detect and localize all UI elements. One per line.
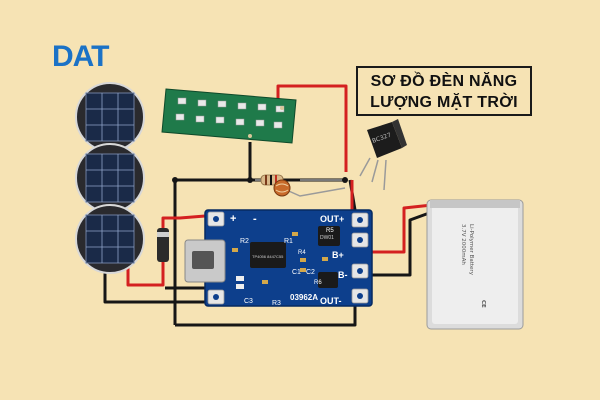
solar-panels — [75, 82, 145, 274]
c3-label: C3 — [244, 298, 253, 305]
chip2-label: DW01 — [320, 235, 334, 241]
mosfet-chip — [318, 272, 338, 288]
solar-panel-1 — [75, 82, 145, 152]
junction-dots — [172, 177, 348, 183]
charger-module — [184, 209, 373, 307]
r3-label: R3 — [272, 300, 281, 307]
battery-label-line-1: 3.7V 2000mAh — [460, 224, 466, 265]
brand-logo: DAT — [52, 40, 109, 73]
transistor-legs — [359, 157, 387, 191]
wire-battery-minus — [368, 210, 433, 277]
solar-panel-2 — [75, 143, 145, 213]
ldr-leads — [281, 187, 346, 197]
title-line-1: SƠ ĐỒ ĐÈN NĂNG — [370, 73, 518, 90]
chip1-label: TP4056 8447C55 — [252, 254, 284, 259]
r1-label: R1 — [284, 238, 293, 245]
r2-label: R2 — [240, 238, 249, 245]
in-minus-label: - — [253, 213, 257, 225]
battery: 3.7V 2000mAh Li-Polymer Battery CE — [426, 199, 524, 330]
solar-panel-3 — [75, 204, 145, 274]
model-label: 03962A — [290, 293, 318, 302]
r6-label: R6 — [314, 280, 322, 286]
out-plus-label: OUT+ — [320, 214, 344, 224]
protection-chip — [318, 226, 340, 246]
battery-label: 3.7V 2000mAh Li-Polymer Battery CE — [460, 224, 486, 308]
in-plus-label: + — [230, 213, 236, 225]
r4-label: R4 — [298, 250, 306, 256]
battery-label-line-3: CE — [480, 300, 486, 308]
diagram-title-box: SƠ ĐỒ ĐÈN NĂNG LƯỢNG MẶT TRỜI — [356, 66, 532, 116]
led-chips — [175, 97, 285, 129]
c2-label: C2 — [306, 269, 315, 276]
diode — [157, 228, 169, 262]
transistor: BC327 — [367, 119, 407, 158]
charger-chip — [250, 242, 286, 268]
r5-label: R5 — [326, 228, 334, 234]
b-plus-label: B+ — [332, 250, 344, 260]
led-board — [161, 88, 297, 144]
battery-label-line-2: Li-Polymer Battery — [468, 224, 474, 276]
wire-bottom-rail — [175, 300, 357, 327]
out-minus-label: OUT- — [320, 296, 342, 306]
title-line-2: LƯỢNG MẶT TRỜI — [370, 94, 518, 111]
b-minus-label: B- — [338, 270, 348, 280]
wire-battery-plus — [368, 203, 433, 254]
ldr-sensor — [273, 179, 291, 197]
module-labels: + - OUT+ B+ B- OUT- 03962A R2 R1 R3 R4 R… — [230, 213, 348, 307]
c1-label: C1 — [292, 269, 301, 276]
